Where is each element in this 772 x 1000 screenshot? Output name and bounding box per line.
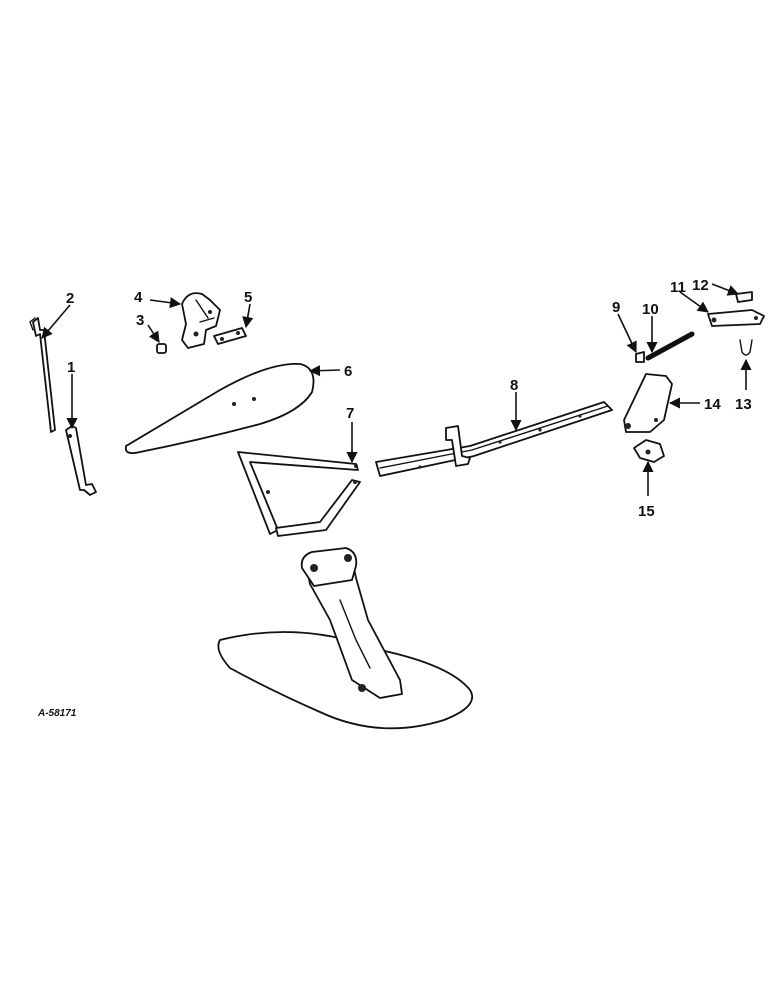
callout-15: 15 [638, 503, 655, 520]
shank-and-share [217, 547, 474, 730]
leader-5 [242, 303, 254, 329]
callout-11: 11 [670, 279, 686, 296]
reference-code: A-58171 [37, 708, 77, 719]
part-12-clip [735, 291, 753, 303]
callout-10: 10 [642, 301, 659, 318]
callout-2: 2 [66, 290, 74, 307]
callout-5: 5 [244, 289, 252, 306]
leader-6 [308, 365, 341, 377]
part-15-clamp [633, 439, 665, 463]
part-5-plate [213, 327, 247, 345]
callout-1: 1 [67, 359, 75, 376]
part-8-beam [375, 401, 613, 477]
part-14-bracket [623, 373, 673, 433]
leader-11 [679, 291, 709, 313]
callout-labels: 2 1 4 3 5 6 7 8 9 10 11 12 13 14 15 [66, 277, 752, 520]
part-4-bracket [181, 292, 221, 349]
callout-9: 9 [612, 299, 620, 316]
part-11-lever [707, 309, 765, 327]
part-10-spring [645, 331, 695, 361]
callout-12: 12 [692, 277, 709, 294]
leader-3 [147, 324, 160, 343]
part-2-rod [29, 317, 56, 433]
leader-9 [617, 313, 637, 354]
leader-2 [41, 304, 71, 339]
leader-lines [41, 283, 752, 496]
callout-7: 7 [346, 405, 354, 422]
callout-3: 3 [136, 312, 144, 329]
part-13-ubolt [739, 339, 753, 356]
part-7-frame [237, 451, 361, 537]
leader-4 [149, 297, 182, 309]
callout-13: 13 [735, 396, 752, 413]
callout-8: 8 [510, 377, 518, 394]
part-3-nut [156, 343, 167, 354]
part-9-pin [635, 351, 645, 363]
part-6-blade [124, 363, 315, 455]
leader-12 [711, 283, 740, 296]
callout-14: 14 [704, 396, 721, 413]
part-1-rod [65, 425, 97, 496]
callout-6: 6 [344, 363, 352, 380]
callout-4: 4 [134, 289, 143, 306]
